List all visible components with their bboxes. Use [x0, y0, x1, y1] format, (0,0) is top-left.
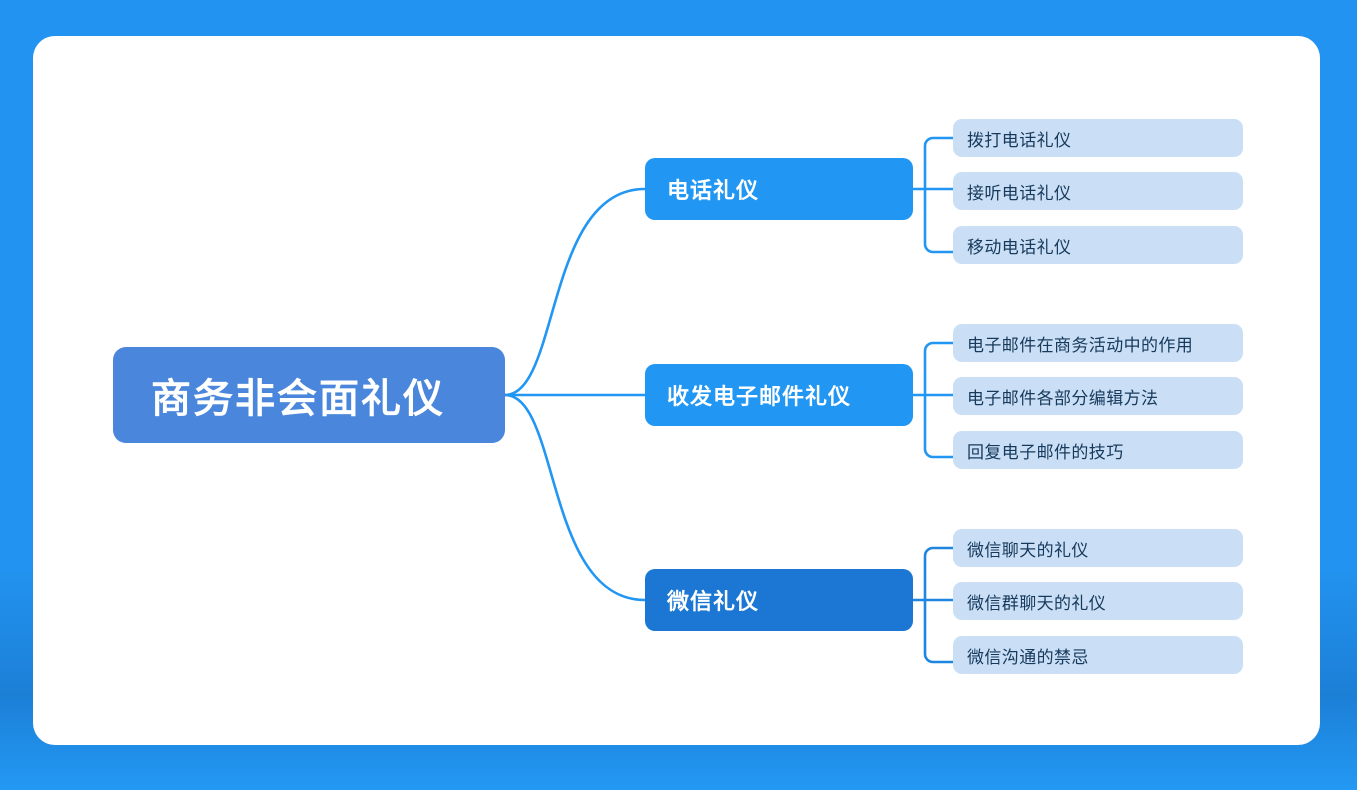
- leaf-node-dial-etiquette[interactable]: 拨打电话礼仪: [953, 119, 1243, 157]
- leaf-node-mobile-etiquette[interactable]: 移动电话礼仪: [953, 226, 1243, 264]
- leaf-node-email-composition[interactable]: 电子邮件各部分编辑方法: [953, 377, 1243, 415]
- leaf-node-wechat-chat[interactable]: 微信聊天的礼仪: [953, 529, 1243, 567]
- leaf-node-wechat-group-chat[interactable]: 微信群聊天的礼仪: [953, 582, 1243, 620]
- leaf-node-answer-etiquette[interactable]: 接听电话礼仪: [953, 172, 1243, 210]
- leaf-node-email-role[interactable]: 电子邮件在商务活动中的作用: [953, 324, 1243, 362]
- root-node[interactable]: 商务非会面礼仪: [113, 347, 505, 443]
- leaf-node-wechat-taboos[interactable]: 微信沟通的禁忌: [953, 636, 1243, 674]
- branch-node-telephone[interactable]: 电话礼仪: [645, 158, 913, 220]
- branch-node-email[interactable]: 收发电子邮件礼仪: [645, 364, 913, 426]
- leaf-node-email-reply-tips[interactable]: 回复电子邮件的技巧: [953, 431, 1243, 469]
- branch-node-wechat[interactable]: 微信礼仪: [645, 569, 913, 631]
